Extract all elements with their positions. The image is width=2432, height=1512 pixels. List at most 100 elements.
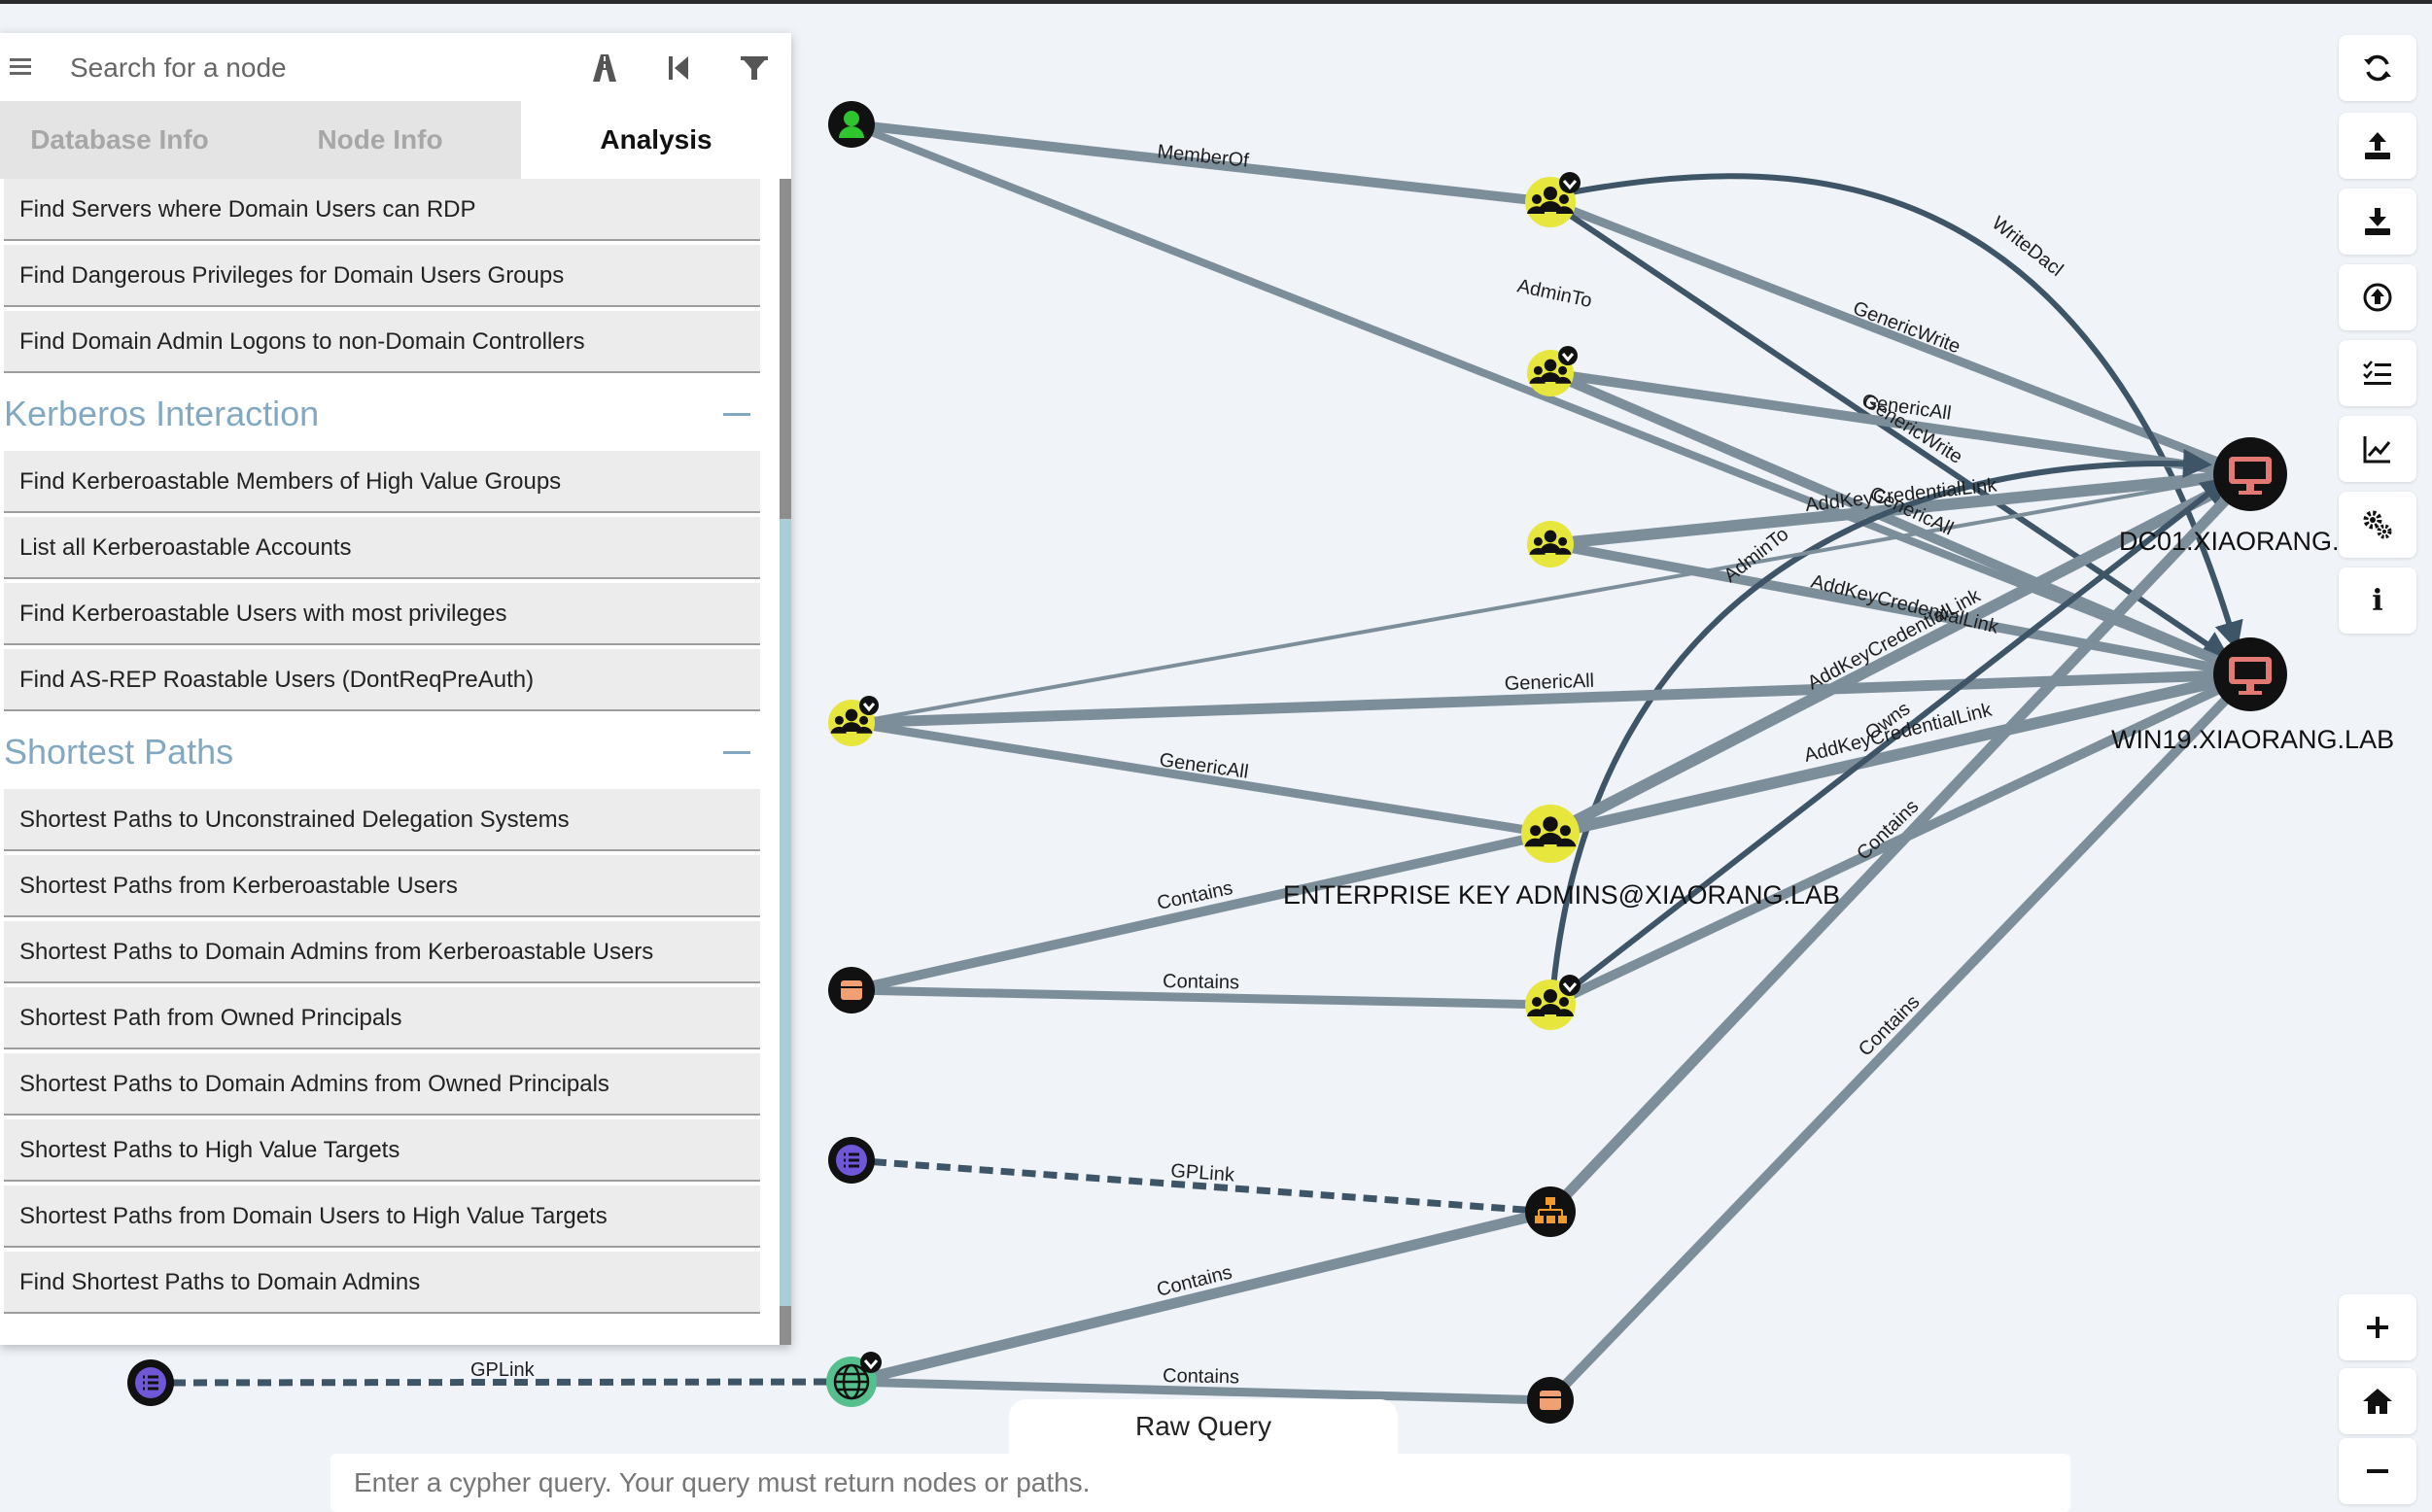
enterprise-key-admins-node[interactable] bbox=[1521, 805, 1580, 863]
group-node-2[interactable] bbox=[1527, 346, 1578, 396]
edge-label-adminto-2: AdminTo bbox=[1720, 524, 1793, 587]
container-node-2[interactable] bbox=[1527, 1377, 1574, 1424]
settings-icon bbox=[2363, 510, 2392, 539]
search-input[interactable] bbox=[68, 45, 558, 91]
node-label-win19: WIN19.XIAORANG.LAB bbox=[2111, 725, 2394, 754]
tab-database-info[interactable]: Database Info bbox=[0, 101, 239, 179]
group-node-6[interactable] bbox=[1525, 975, 1581, 1030]
scrollbar-region bbox=[780, 179, 791, 519]
edge-contains-4[interactable] bbox=[1546, 670, 2254, 1404]
import-button[interactable] bbox=[2339, 264, 2416, 330]
query-item[interactable]: Find Kerberoastable Users with most priv… bbox=[4, 583, 760, 645]
section-header-shortest-paths[interactable]: Shortest Paths bbox=[4, 715, 760, 789]
query-item[interactable]: Shortest Paths from Kerberoastable Users bbox=[4, 855, 760, 917]
ou-node[interactable] bbox=[1525, 1186, 1576, 1237]
section-title: Kerberos Interaction bbox=[4, 394, 320, 433]
edge-genericall-2[interactable] bbox=[1548, 368, 2252, 679]
settings-button[interactable] bbox=[2339, 492, 2416, 558]
user-node[interactable] bbox=[828, 101, 875, 148]
refresh-button[interactable] bbox=[2339, 35, 2416, 101]
edge-addkeycred-2[interactable] bbox=[1549, 539, 2251, 679]
query-item[interactable]: List all Kerberoastable Accounts bbox=[4, 517, 760, 579]
collapse-icon[interactable] bbox=[723, 413, 750, 416]
query-item[interactable]: Shortest Path from Owned Principals bbox=[4, 987, 760, 1049]
group-node-3[interactable] bbox=[1527, 521, 1574, 567]
info-button[interactable]: i bbox=[2339, 567, 2416, 634]
raw-query-input[interactable] bbox=[330, 1454, 2070, 1512]
search-bar bbox=[0, 33, 791, 101]
query-item[interactable]: Find Servers where Domain Users can RDP bbox=[4, 179, 760, 241]
edge-owns[interactable] bbox=[1548, 476, 2231, 1008]
download-button[interactable] bbox=[2339, 189, 2416, 255]
edge-contains-1[interactable] bbox=[850, 829, 1552, 995]
section-title: Shortest Paths bbox=[4, 732, 234, 772]
tab-analysis[interactable]: Analysis bbox=[521, 101, 791, 179]
upload-button[interactable] bbox=[2339, 113, 2416, 179]
edge-gplink-2[interactable] bbox=[150, 1378, 852, 1387]
computer-node-win19[interactable] bbox=[2213, 637, 2287, 711]
query-item[interactable]: Shortest Paths to Domain Admins from Ker… bbox=[4, 921, 760, 983]
edge-genericwrite[interactable] bbox=[1548, 197, 2252, 479]
computer-node-dc01[interactable] bbox=[2213, 437, 2287, 511]
gpo-node-2[interactable] bbox=[127, 1359, 174, 1406]
refresh-icon bbox=[2364, 54, 2391, 82]
edge-contains-2[interactable] bbox=[851, 985, 1551, 1010]
query-item[interactable]: Find Dangerous Privileges for Domain Use… bbox=[4, 245, 760, 307]
raw-query-toggle[interactable]: Raw Query bbox=[1009, 1399, 1398, 1454]
edge-genericwrite-2[interactable] bbox=[1548, 199, 2231, 661]
tab-node-info[interactable]: Node Info bbox=[239, 101, 521, 179]
edge-contains-3[interactable] bbox=[1546, 470, 2254, 1216]
edge-label-genericall-3: GenericAll bbox=[1504, 670, 1594, 695]
analysis-query-list: Find Servers where Domain Users can RDP … bbox=[0, 179, 782, 1345]
edge-genericall-5[interactable] bbox=[851, 472, 2251, 725]
edge-gplink[interactable] bbox=[851, 1156, 1551, 1216]
group-node-1[interactable] bbox=[1525, 172, 1581, 227]
import-icon bbox=[2363, 283, 2392, 312]
edge-genericall-4[interactable] bbox=[851, 718, 1551, 839]
query-item[interactable]: Find AS-REP Roastable Users (DontReqPreA… bbox=[4, 649, 760, 711]
zoom-in-button[interactable] bbox=[2339, 1294, 2416, 1360]
query-item[interactable]: Shortest Paths to Unconstrained Delegati… bbox=[4, 789, 760, 851]
container-node-1[interactable] bbox=[828, 967, 875, 1014]
edge-addkeycred-3[interactable] bbox=[1547, 468, 2253, 840]
zoom-in-icon bbox=[2367, 1317, 2388, 1338]
query-item[interactable]: Find Kerberoastable Members of High Valu… bbox=[4, 451, 760, 513]
node-layer bbox=[127, 101, 2287, 1424]
query-item[interactable]: Find Shortest Paths to Domain Admins bbox=[4, 1252, 760, 1314]
queries-list-icon bbox=[2363, 361, 2391, 385]
chart-button[interactable] bbox=[2339, 416, 2416, 482]
menu-icon[interactable] bbox=[8, 54, 33, 80]
query-item[interactable]: Shortest Paths to High Value Targets bbox=[4, 1119, 760, 1182]
query-item[interactable]: Shortest Paths from Domain Users to High… bbox=[4, 1186, 760, 1248]
home-button[interactable] bbox=[2339, 1368, 2416, 1434]
edge-label-writedacl: WriteDacl bbox=[1988, 213, 2067, 281]
filter-icon[interactable] bbox=[737, 51, 772, 86]
graph-canvas[interactable]: MemberOf AdminTo WriteDacl GenericWrite … bbox=[0, 4, 2432, 1506]
search-panel: Database Info Node Info Analysis Find Se… bbox=[0, 33, 791, 1345]
scrollbar-region bbox=[780, 1306, 791, 1345]
pathfinding-icon[interactable] bbox=[587, 51, 622, 86]
queries-button[interactable] bbox=[2339, 340, 2416, 406]
edge-genericall[interactable] bbox=[1549, 368, 2251, 479]
panel-tabs: Database Info Node Info Analysis bbox=[0, 101, 791, 179]
edge-genericall-3[interactable] bbox=[851, 669, 2251, 729]
query-item[interactable]: Find Domain Admin Logons to non-Domain C… bbox=[4, 311, 760, 373]
node-label-dc01: DC01.XIAORANG.L bbox=[2119, 527, 2354, 556]
edge-adminto[interactable] bbox=[850, 120, 2252, 678]
gpo-node-1[interactable] bbox=[828, 1137, 875, 1184]
info-icon: i bbox=[2372, 583, 2383, 618]
edge-layer bbox=[150, 120, 2254, 1405]
scrollbar-thumb[interactable] bbox=[780, 519, 791, 1306]
edge-addkeycred-4[interactable] bbox=[1548, 669, 2252, 840]
edge-memberof[interactable] bbox=[851, 120, 1551, 207]
section-header-kerberos[interactable]: Kerberos Interaction bbox=[4, 377, 760, 451]
query-item[interactable]: Shortest Paths to Domain Admins from Own… bbox=[4, 1053, 760, 1116]
group-node-4[interactable] bbox=[828, 696, 879, 746]
domain-node[interactable] bbox=[826, 1352, 882, 1407]
upload-icon bbox=[2365, 132, 2390, 159]
edge-contains-5[interactable] bbox=[850, 1206, 1552, 1388]
edge-contains-6[interactable] bbox=[851, 1377, 1551, 1405]
zoom-out-button[interactable] bbox=[2339, 1438, 2416, 1504]
back-icon[interactable] bbox=[661, 51, 696, 86]
collapse-icon[interactable] bbox=[723, 751, 750, 754]
